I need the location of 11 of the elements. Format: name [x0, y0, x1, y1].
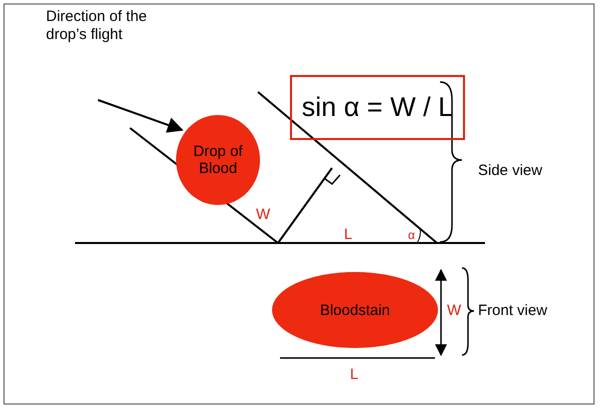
blood-drop: Drop of Blood [176, 115, 260, 205]
direction-label: Direction of the drop’s flight [46, 8, 148, 44]
dimension-label: W [256, 206, 270, 224]
formula-box: sin α = W / L [290, 75, 465, 140]
angle-label: α [408, 228, 415, 242]
dimension-label: W [447, 302, 462, 320]
bloodstain-ellipse: Bloodstain [272, 272, 438, 348]
dimension-label: L [344, 226, 352, 244]
view-label: Front view [478, 302, 548, 320]
dimension-label: L [350, 366, 358, 384]
view-label: Side view [478, 162, 542, 180]
